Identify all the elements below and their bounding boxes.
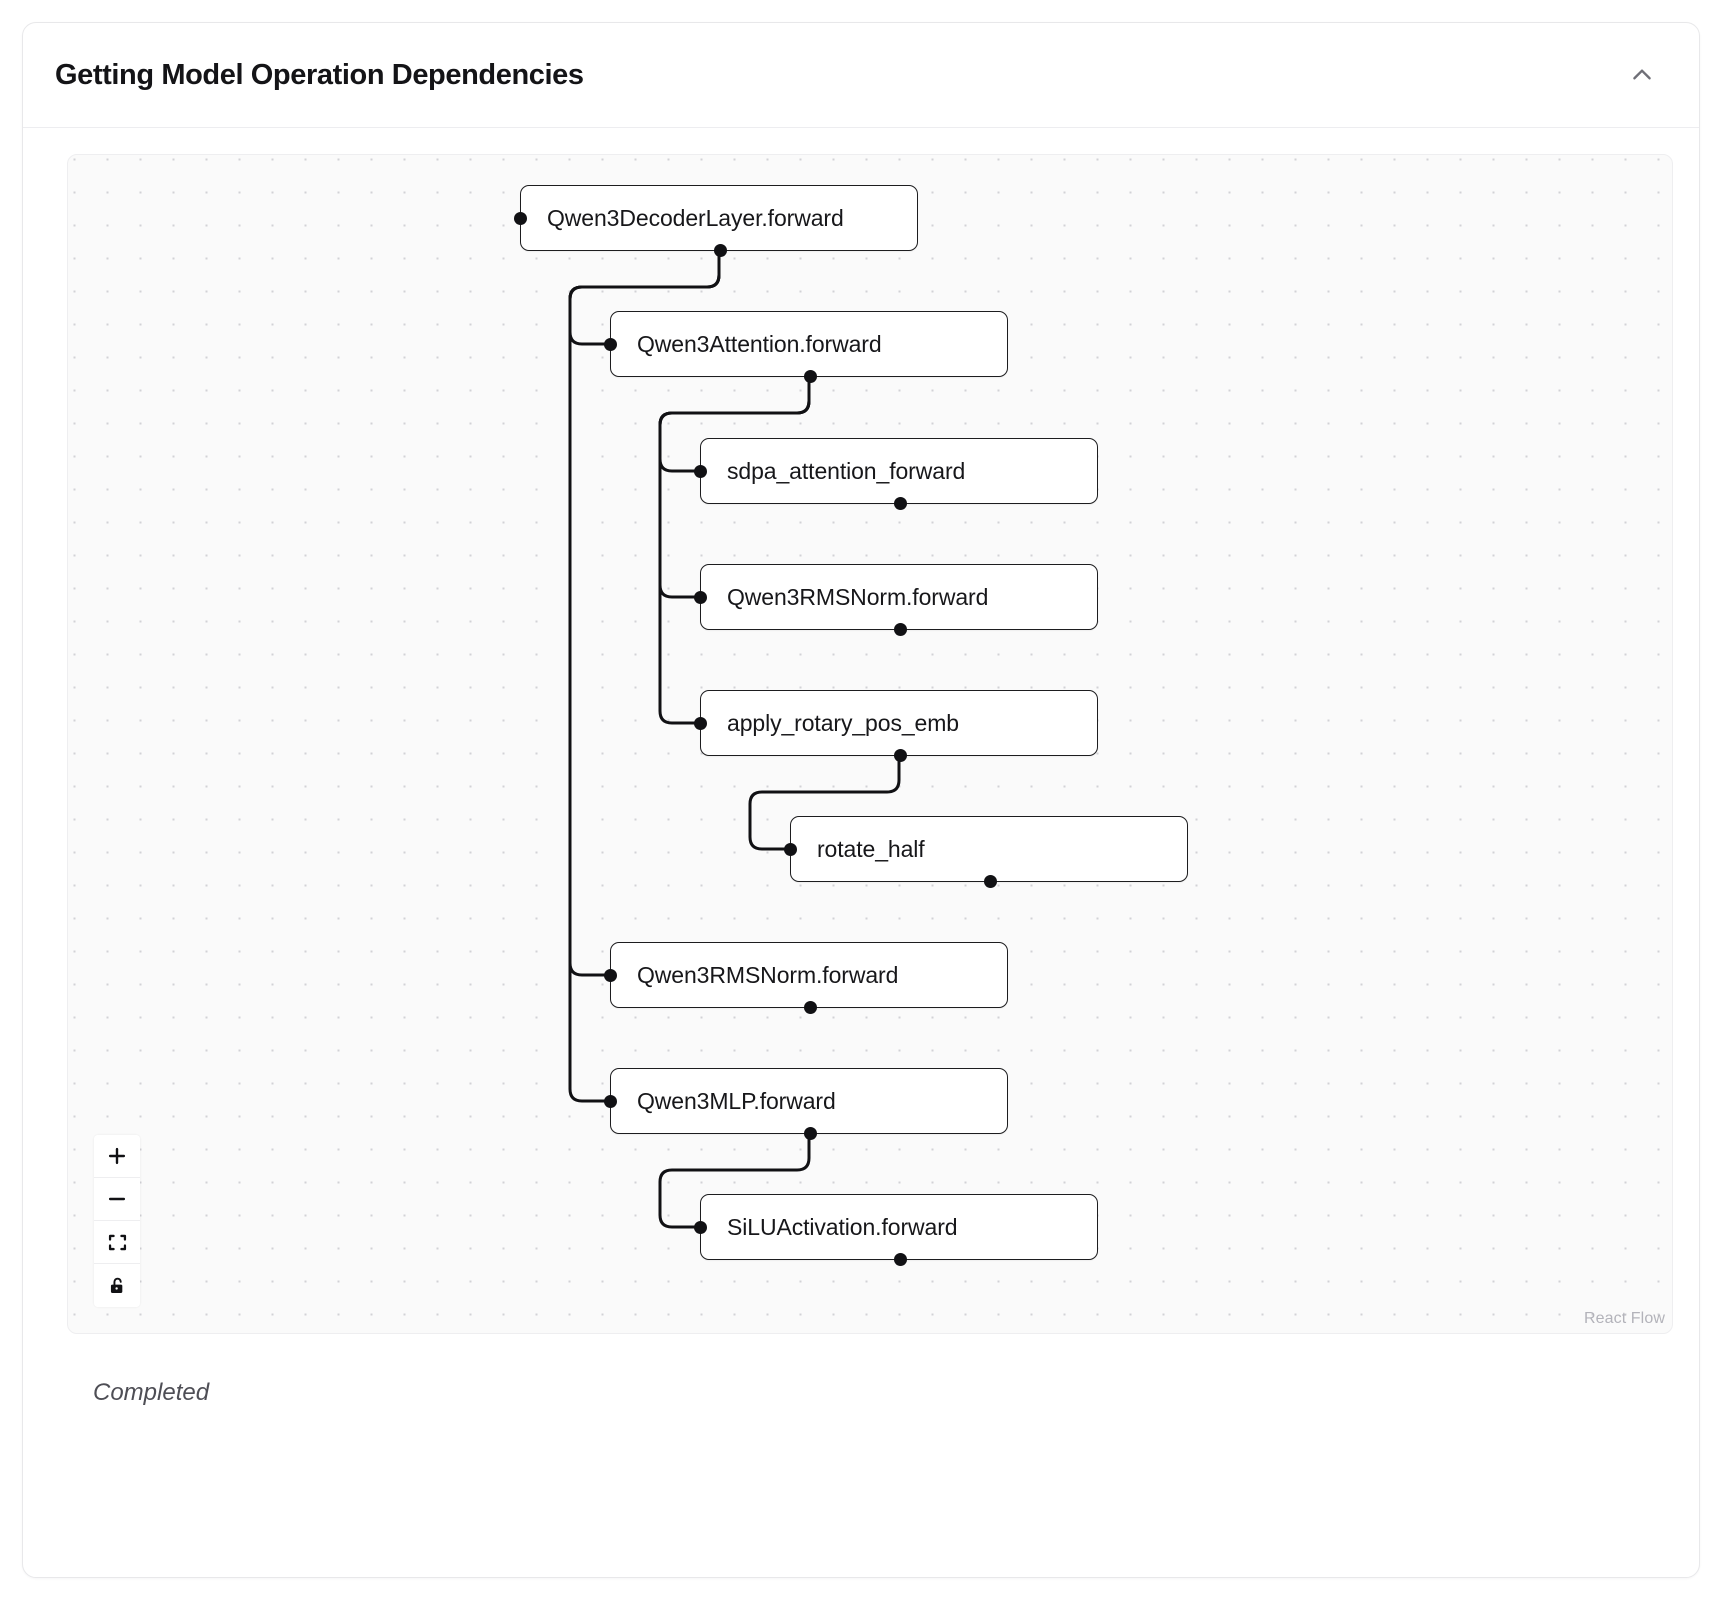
plus-icon bbox=[106, 1145, 128, 1167]
flow-node[interactable]: SiLUActivation.forward bbox=[694, 1194, 1098, 1266]
node-handle-source[interactable] bbox=[893, 749, 907, 762]
flow-node[interactable]: Qwen3DecoderLayer.forward bbox=[514, 185, 918, 257]
node-handle-source[interactable] bbox=[713, 244, 727, 257]
node-handle-source[interactable] bbox=[803, 1127, 817, 1140]
minus-icon bbox=[106, 1188, 128, 1210]
flow-node[interactable]: apply_rotary_pos_emb bbox=[694, 690, 1098, 762]
node-handle-target[interactable] bbox=[694, 590, 707, 604]
flow-node[interactable]: sdpa_attention_forward bbox=[694, 438, 1098, 510]
chevron-up-icon bbox=[1629, 62, 1655, 88]
zoom-in-button[interactable] bbox=[94, 1135, 140, 1178]
node-handle-target[interactable] bbox=[694, 464, 707, 478]
fit-view-button[interactable] bbox=[94, 1221, 140, 1264]
flow-node-label: rotate_half bbox=[817, 835, 925, 862]
node-handle-target[interactable] bbox=[514, 211, 527, 225]
flow-node-label: apply_rotary_pos_emb bbox=[727, 709, 959, 736]
flow-node[interactable]: Qwen3MLP.forward bbox=[604, 1068, 1008, 1140]
node-handle-target[interactable] bbox=[694, 1220, 707, 1234]
node-handle-source[interactable] bbox=[893, 623, 907, 636]
flow-edge bbox=[658, 375, 811, 725]
node-handle-source[interactable] bbox=[803, 370, 817, 383]
flow-node-label: Qwen3MLP.forward bbox=[637, 1087, 836, 1114]
node-handle-target[interactable] bbox=[784, 842, 797, 856]
flow-node-label: SiLUActivation.forward bbox=[727, 1213, 958, 1240]
flow-node[interactable]: Qwen3RMSNorm.forward bbox=[604, 942, 1008, 1014]
node-handle-target[interactable] bbox=[694, 716, 707, 730]
flow-node[interactable]: Qwen3Attention.forward bbox=[604, 311, 1008, 383]
node-handle-source[interactable] bbox=[983, 875, 997, 888]
flow-node-label: Qwen3Attention.forward bbox=[637, 330, 882, 357]
flow-node-label: Qwen3DecoderLayer.forward bbox=[547, 204, 844, 231]
flow-node-label: Qwen3RMSNorm.forward bbox=[727, 583, 989, 610]
flow-node[interactable]: rotate_half bbox=[784, 816, 1188, 888]
unlock-icon bbox=[107, 1275, 128, 1296]
node-handle-target[interactable] bbox=[604, 1094, 617, 1108]
react-flow-attribution[interactable]: React Flow bbox=[1583, 1310, 1665, 1327]
zoom-out-button[interactable] bbox=[94, 1178, 140, 1221]
page-title: Getting Model Operation Dependencies bbox=[55, 58, 584, 91]
node-handle-source[interactable] bbox=[893, 497, 907, 510]
node-handle-source[interactable] bbox=[893, 1253, 907, 1266]
node-handle-source[interactable] bbox=[803, 1001, 817, 1014]
collapse-toggle-button[interactable] bbox=[1619, 52, 1665, 98]
node-handle-target[interactable] bbox=[604, 337, 617, 351]
card-header: Getting Model Operation Dependencies bbox=[23, 23, 1699, 128]
flow-node-label: sdpa_attention_forward bbox=[727, 457, 966, 484]
dependency-card: Getting Model Operation Dependencies Qwe… bbox=[22, 22, 1700, 1578]
flow-node[interactable]: Qwen3RMSNorm.forward bbox=[694, 564, 1098, 636]
fit-view-icon bbox=[107, 1232, 128, 1253]
flow-controls-panel bbox=[94, 1135, 140, 1307]
lock-button[interactable] bbox=[94, 1264, 140, 1307]
status-text: Completed bbox=[93, 1379, 210, 1406]
flow-node-label: Qwen3RMSNorm.forward bbox=[637, 961, 899, 988]
node-handle-target[interactable] bbox=[604, 968, 617, 982]
